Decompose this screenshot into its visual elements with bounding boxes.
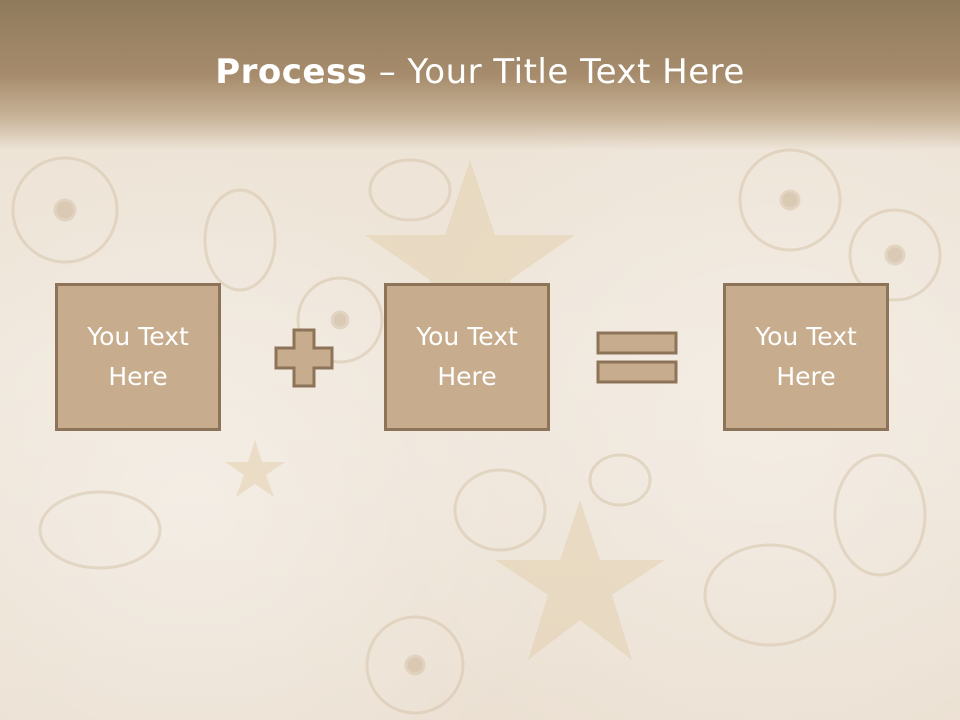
plus-icon xyxy=(274,328,334,388)
title-rest: – Your Title Text Here xyxy=(367,52,745,92)
title-bold: Process xyxy=(215,52,368,92)
slide-title: Process – Your Title Text Here xyxy=(0,52,960,92)
process-box-2[interactable]: You Text Here xyxy=(384,283,550,431)
equals-icon xyxy=(596,331,678,384)
process-box-1[interactable]: You Text Here xyxy=(55,283,221,431)
process-box-1-text: You Text Here xyxy=(87,322,189,391)
process-box-3[interactable]: You Text Here xyxy=(723,283,889,431)
title-band xyxy=(0,0,960,150)
process-box-3-text: You Text Here xyxy=(755,322,857,391)
process-box-2-text: You Text Here xyxy=(416,322,518,391)
